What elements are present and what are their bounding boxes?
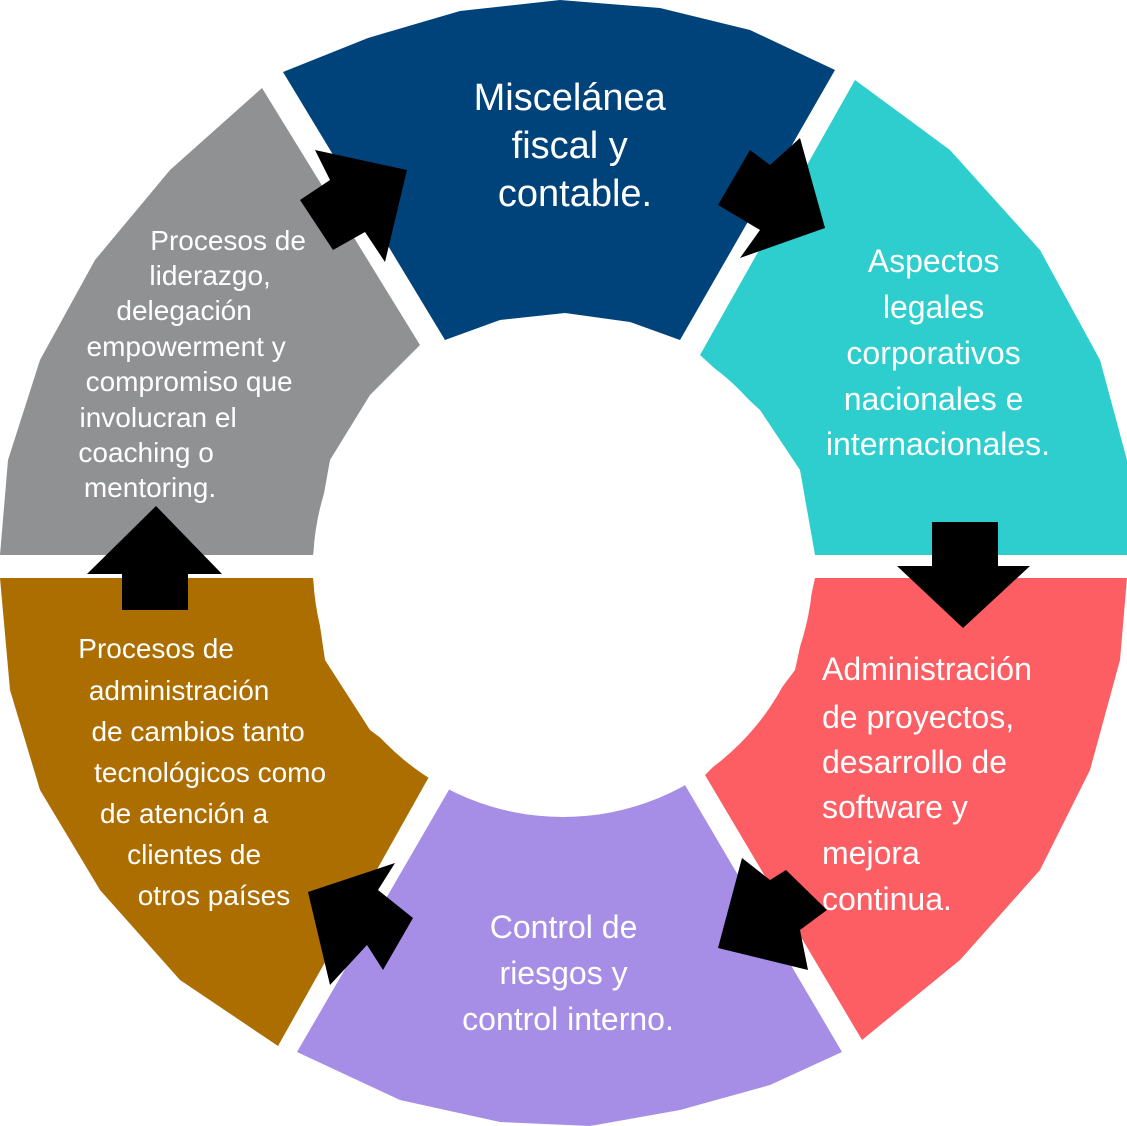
label-line: Procesos de [150, 225, 306, 256]
arrow-upper-right-to-lower-right [897, 522, 1030, 628]
label-line: internacionales. [826, 426, 1050, 462]
label-line: liderazgo, [149, 260, 270, 291]
label-line: desarrollo de [822, 744, 1007, 780]
label-lower-right: Administración de proyectos, desarrollo … [822, 651, 1041, 917]
label-line: fiscal y [512, 125, 628, 167]
label-lower-left: Procesos de administración de cambios ta… [78, 633, 334, 911]
label-line: legales [883, 289, 984, 325]
label-line: software y [822, 789, 968, 825]
arrow-lower-left-to-upper-left [87, 506, 222, 610]
label-line: Miscelánea [474, 77, 667, 119]
segment-lower-right [705, 578, 1127, 1040]
arrow-lower-right-to-bottom [718, 858, 827, 970]
label-line: mentoring. [84, 472, 216, 503]
segment-bottom [297, 785, 842, 1126]
label-line: de proyectos, [822, 699, 1014, 735]
label-line: riesgos y [500, 955, 628, 991]
label-line: otros países [138, 880, 291, 911]
label-line: mejora [822, 835, 920, 871]
label-line: de atención a [100, 798, 269, 829]
label-upper-left: Procesos de liderazgo, delegación empowe… [78, 225, 313, 503]
label-line: delegación [116, 295, 251, 326]
label-line: empowerment y [87, 331, 286, 362]
label-line: nacionales e [844, 381, 1024, 417]
label-line: control interno. [462, 1001, 674, 1037]
label-line: de cambios tanto [91, 716, 304, 747]
label-line: compromiso que [86, 366, 293, 397]
label-line: Administración [822, 651, 1032, 687]
label-upper-right: Aspectos legales corporativos nacionales… [826, 243, 1050, 462]
label-line: administración [89, 675, 270, 706]
center-circle [313, 317, 813, 817]
label-line: contable. [498, 173, 652, 215]
arrow-upper-left-to-top [300, 150, 407, 262]
label-line: involucran el [80, 402, 237, 433]
label-top: Miscelánea fiscal y contable. [474, 77, 677, 215]
label-bottom: Control de riesgos y control interno. [462, 909, 674, 1037]
label-line: Control de [490, 909, 638, 945]
label-line: continua. [822, 881, 952, 917]
arrow-top-to-upper-right [718, 138, 825, 258]
label-line: Procesos de [78, 633, 234, 664]
label-line: tecnológicos como [94, 757, 326, 788]
arrow-bottom-to-lower-left [308, 863, 413, 985]
label-line: Aspectos [868, 243, 1000, 279]
label-line: corporativos [846, 335, 1020, 371]
label-line: clientes de [127, 839, 261, 870]
label-line: coaching o [78, 437, 213, 468]
segment-top [283, 0, 835, 340]
